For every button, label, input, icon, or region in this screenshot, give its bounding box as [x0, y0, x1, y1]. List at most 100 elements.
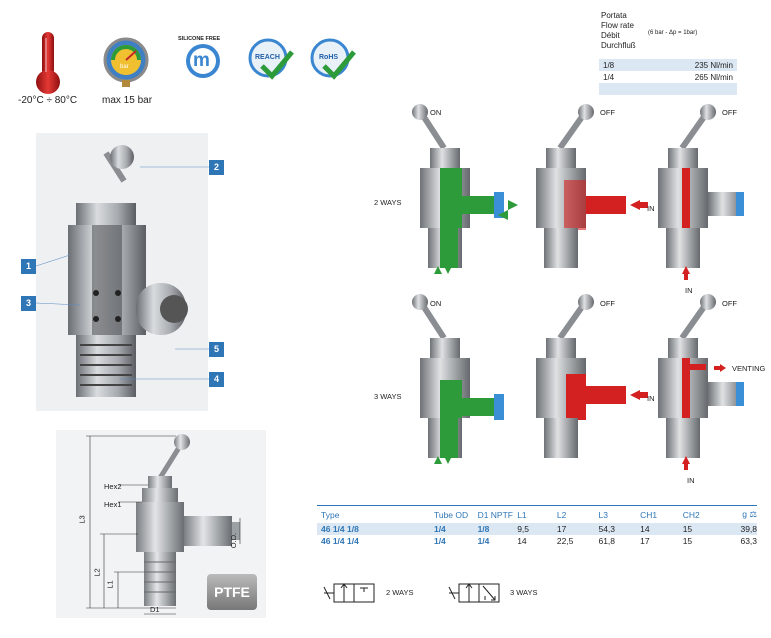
cell-d1: 1/8	[477, 524, 490, 534]
row1-in2-label: IN	[685, 286, 693, 295]
flow-row-empty	[599, 83, 737, 95]
pressure-label: max 15 bar	[102, 95, 153, 106]
col-d1: D1 NPTF	[477, 509, 513, 520]
col-type: Type	[321, 509, 340, 520]
state-3way-on	[412, 294, 504, 458]
state-on-label: ON	[430, 108, 442, 117]
flow-row: 1/8 235 Nl/min	[599, 59, 737, 71]
flow-rate-table: 1/8 235 Nl/min 1/4 265 Nl/min	[599, 59, 737, 95]
state-off2-label-2: OFF	[722, 299, 737, 308]
cell-ch1: 17	[640, 536, 650, 546]
state-diagrams	[412, 104, 744, 470]
venting-label: VENTING	[732, 364, 766, 373]
state-on-label-2: ON	[430, 299, 442, 308]
flow-rate-labels: Portata Flow rate Débit Durchfluß	[601, 11, 636, 51]
flow-label-de: Durchfluß	[601, 41, 636, 50]
od-label: O.D.	[229, 532, 239, 549]
row2-in2-label: IN	[687, 476, 695, 485]
cell-l3: 61,8	[598, 536, 616, 546]
reach-text: REACH	[255, 54, 280, 61]
pressure-badge: bar max 15 bar	[100, 36, 160, 106]
silicone-free-letter: m	[193, 50, 210, 71]
callout-5: 5	[209, 342, 224, 357]
hex1-label: Hex1	[104, 500, 122, 509]
cell-type: 46 1/4 1/4	[321, 536, 359, 546]
cell-ch2: 15	[682, 524, 693, 534]
dimension-drawing	[86, 434, 241, 615]
flow-label-en: Flow rate	[601, 21, 634, 30]
flow-size: 1/4	[603, 72, 615, 82]
col-tube-od: Tube OD	[433, 509, 469, 520]
thermometer-icon	[36, 32, 60, 94]
rohs-text: RoHS	[319, 54, 339, 61]
flow-label-fr: Débit	[601, 31, 620, 40]
cell-ch1: 14	[640, 524, 650, 534]
rohs-badge: RoHS	[308, 36, 356, 84]
cell-l3: 54,3	[598, 524, 616, 534]
l2-label: L2	[92, 568, 102, 577]
table-row: 46 1/4 1/8 1/4 1/8 9,5 17 54,3 14 15 39,…	[317, 523, 757, 535]
valve-cutaway-illustration	[68, 145, 188, 397]
spec-header-row: Type Tube OD D1 NPTF L1 L2 L3 CH1 CH2 g …	[317, 505, 757, 523]
cell-ch2: 15	[682, 536, 693, 546]
rohs-icon	[310, 38, 356, 80]
callout-4: 4	[209, 372, 224, 387]
row2-label: 3 WAYS	[374, 392, 402, 401]
cell-l1: 9,5	[517, 524, 530, 534]
reach-icon	[248, 38, 294, 80]
col-weight: g ⚖	[720, 509, 757, 520]
flow-value: 235 Nl/min	[694, 60, 733, 70]
callout-2: 2	[209, 160, 224, 175]
col-ch2: CH2	[682, 509, 700, 520]
two-way-symbol	[323, 583, 375, 603]
state-off1-label-2: OFF	[600, 299, 615, 308]
two-ways-label: 2 WAYS	[386, 588, 414, 597]
temperature-badge: -20°C ÷ 80°C	[18, 28, 78, 108]
state-2way-on	[412, 104, 504, 268]
three-ways-label: 3 WAYS	[510, 588, 538, 597]
state-3way-off2	[658, 294, 744, 458]
ptfe-text: PTFE	[214, 584, 250, 600]
state-off1-label: OFF	[600, 108, 615, 117]
flow-condition: (6 bar - Δp = 1bar)	[648, 30, 698, 36]
cell-d1: 1/4	[477, 536, 490, 546]
state-3way-off1	[536, 294, 626, 458]
reach-badge: REACH	[246, 36, 294, 84]
flow-row: 1/4 265 Nl/min	[599, 71, 737, 83]
d1-label: D1	[150, 605, 160, 614]
pressure-gauge-icon	[103, 37, 149, 87]
cell-tube-od: 1/4	[433, 536, 446, 546]
flow-label-it: Portata	[601, 11, 627, 20]
spec-table: Type Tube OD D1 NPTF L1 L2 L3 CH1 CH2 g …	[317, 505, 757, 547]
hex2-label: Hex2	[104, 482, 122, 491]
state-2way-off2	[658, 104, 744, 268]
table-row: 46 1/4 1/4 1/4 1/4 14 22,5 61,8 17 15 63…	[317, 535, 757, 547]
weight-unit: g	[742, 509, 748, 519]
cell-l2: 17	[556, 524, 567, 534]
cell-l1: 14	[517, 536, 527, 546]
col-l3: L3	[598, 509, 608, 520]
flow-arrows	[434, 200, 726, 470]
silicone-free-text: SILICONE FREE	[178, 36, 221, 42]
col-l1: L1	[517, 509, 527, 520]
silicone-free-badge: m SILICONE FREE	[178, 36, 226, 82]
callout-3: 3	[21, 296, 36, 311]
row1-in1-label: IN	[647, 204, 655, 213]
cell-weight: 39,8	[740, 524, 758, 534]
col-ch1: CH1	[640, 509, 658, 520]
three-way-symbol	[448, 583, 500, 603]
row1-label: 2 WAYS	[374, 198, 402, 207]
cell-l2: 22,5	[556, 536, 574, 546]
cell-type: 46 1/4 1/8	[321, 524, 359, 534]
temperature-label: -20°C ÷ 80°C	[18, 95, 78, 106]
ptfe-badge: PTFE	[207, 574, 257, 610]
flow-size: 1/8	[603, 60, 615, 70]
state-off2-label: OFF	[722, 108, 737, 117]
state-2way-off1	[536, 104, 626, 268]
callout-leader-lines	[35, 166, 209, 380]
l3-label: L3	[77, 515, 87, 524]
scale-icon: ⚖	[749, 509, 758, 519]
cell-weight: 63,3	[740, 536, 758, 546]
gauge-text: bar	[120, 64, 129, 70]
silicone-free-icon	[186, 44, 220, 78]
